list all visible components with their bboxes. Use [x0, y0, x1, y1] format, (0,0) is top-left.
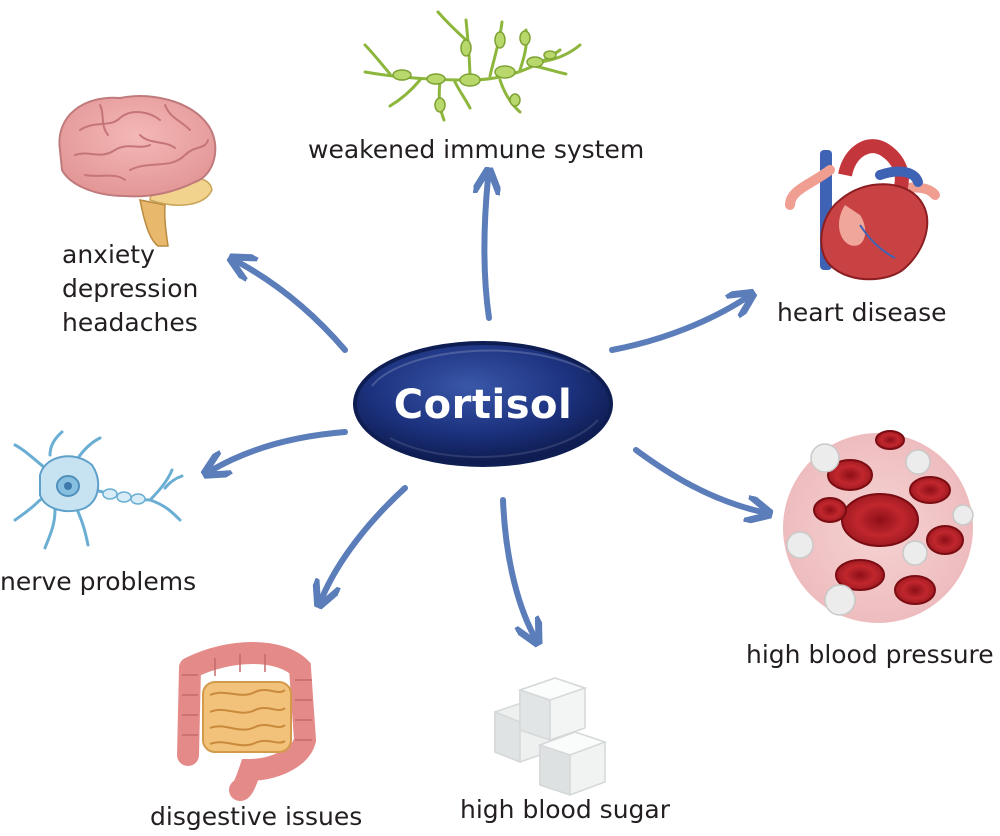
label-digestive-issues: disgestive issues [150, 802, 363, 831]
brain-icon [58, 95, 217, 247]
arrow-to-blood-pressure [633, 447, 762, 512]
arrow-to-sugar [500, 497, 534, 636]
arrow-to-heart [609, 298, 746, 353]
arrow-to-mental [238, 262, 348, 353]
label-anxiety: anxiety [62, 240, 155, 269]
neuron-icon [13, 430, 184, 550]
label-high-blood-pressure: high blood pressure [746, 640, 994, 669]
arrow-to-nerve [212, 429, 348, 470]
label-mental-effects: anxiety depression headaches [62, 238, 198, 340]
label-weakened-immune-system: weakened immune system [308, 135, 645, 164]
immune-cell-icon [363, 10, 582, 122]
label-nerve-problems: nerve problems [0, 567, 197, 596]
heart-icon [785, 139, 940, 281]
label-heart-disease: heart disease [777, 298, 947, 327]
cortisol-ellipse [353, 341, 613, 467]
label-depression: depression [62, 274, 199, 303]
cortisol-label: Cortisol [393, 382, 573, 428]
arrow-to-digestive [322, 485, 408, 598]
label-high-blood-sugar: high blood sugar [460, 795, 671, 824]
sugar-cubes-icon [494, 677, 608, 797]
arrow-to-immune [484, 178, 489, 321]
label-headaches: headaches [62, 308, 198, 337]
blood-cells-icon [783, 430, 974, 623]
intestine-icon [177, 642, 317, 801]
